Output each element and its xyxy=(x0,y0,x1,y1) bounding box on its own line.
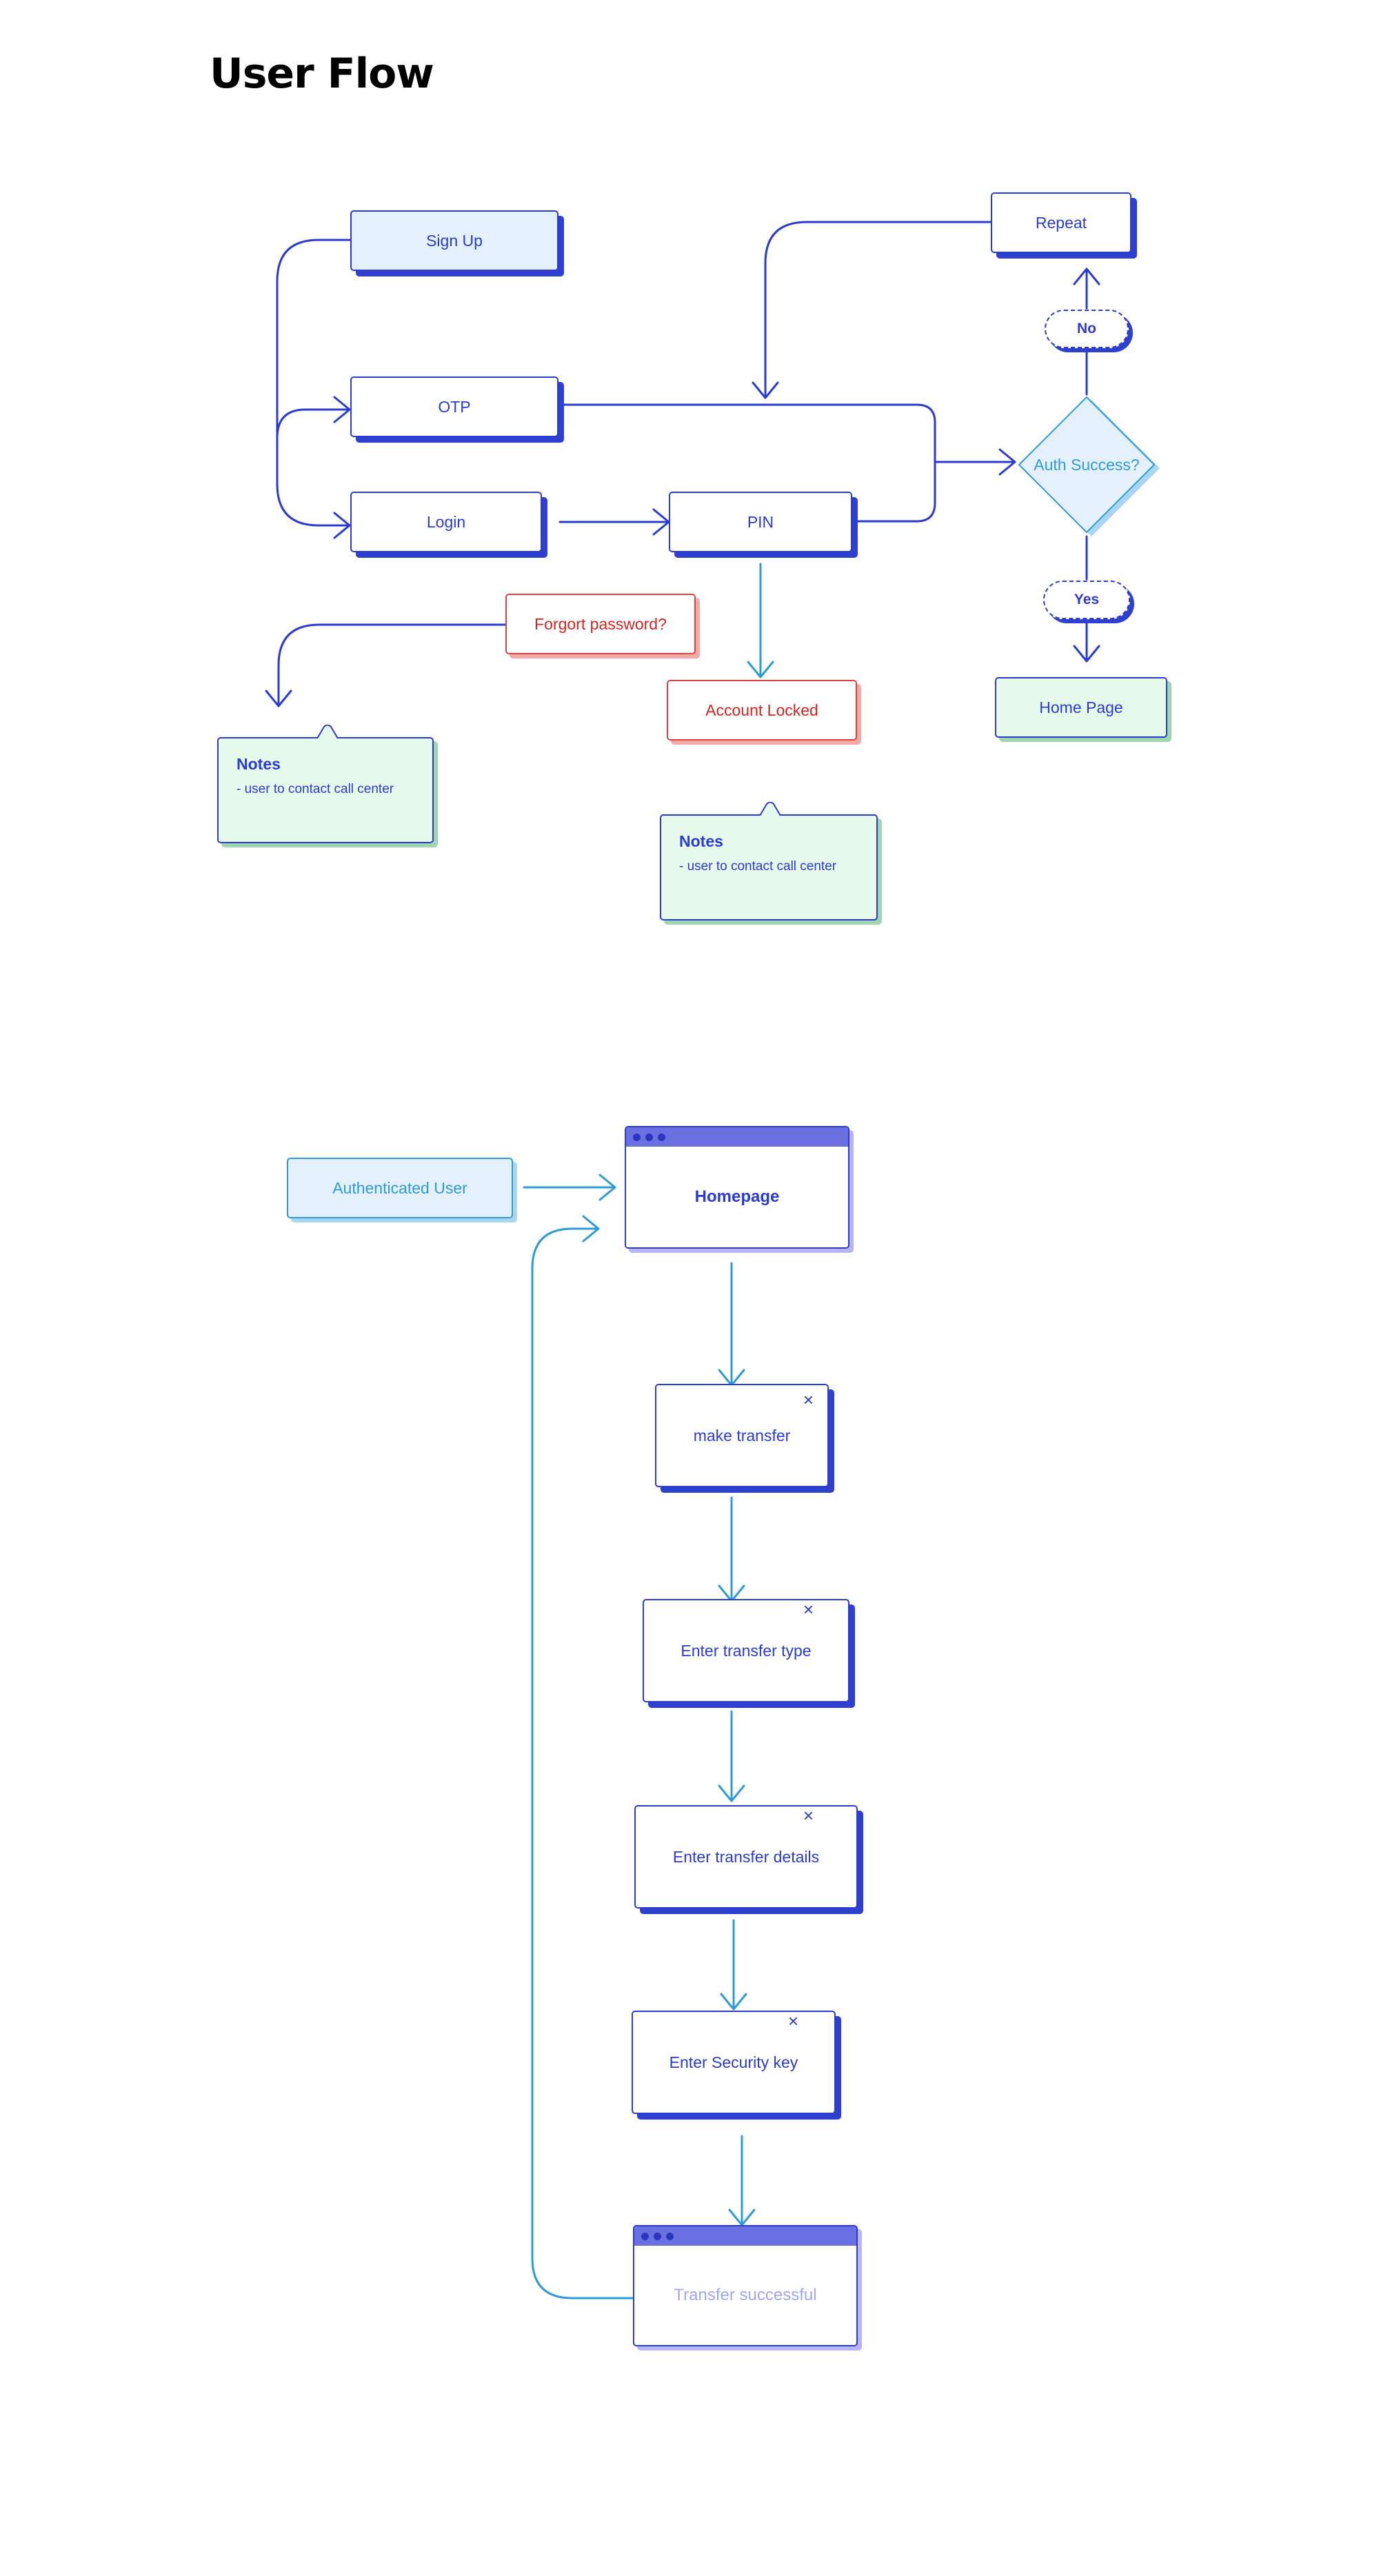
close-icon[interactable]: × xyxy=(803,1599,814,1620)
pin-node[interactable]: PIN xyxy=(669,492,852,552)
make-transfer-node[interactable]: make transfer × xyxy=(655,1384,829,1487)
arrowhead-otp xyxy=(333,396,351,423)
arrowhead-repeat-loop xyxy=(752,381,779,399)
enter-transfer-details-node[interactable]: Enter transfer details × xyxy=(634,1805,858,1909)
arrowhead-locked xyxy=(747,661,774,678)
note-center: Notes - user to contact call center xyxy=(660,802,878,920)
auth-success-label: Auth Success? xyxy=(1034,455,1140,474)
arrowhead-note-left xyxy=(265,690,292,707)
connector-repeat-loop xyxy=(764,221,992,398)
account-locked-node[interactable]: Account Locked xyxy=(667,680,857,741)
arrowhead-transfer-details xyxy=(718,1784,745,1802)
note-center-body: - user to contact call center xyxy=(679,859,837,874)
close-icon[interactable]: × xyxy=(803,1389,814,1410)
arrowhead-security-key xyxy=(720,1993,747,2011)
note-pointer xyxy=(317,725,338,738)
window-dot-icon xyxy=(658,1134,665,1141)
arrowhead-auth xyxy=(998,448,1016,476)
homepage-window[interactable]: Homepage xyxy=(625,1126,849,1249)
connector-forgot-note xyxy=(277,623,507,706)
forgot-password-node[interactable]: Forgort password? xyxy=(505,594,696,654)
home-page-node[interactable]: Home Page xyxy=(995,677,1167,738)
arrowhead-login xyxy=(333,512,351,539)
arrowhead-home xyxy=(1073,645,1100,663)
window-dot-icon xyxy=(645,1134,653,1141)
page-title: User Flow xyxy=(210,50,434,98)
homepage-label: Homepage xyxy=(694,1187,780,1206)
note-left-title: Notes xyxy=(236,755,281,773)
connector-success-loop xyxy=(531,1227,634,2300)
make-transfer-label: make transfer xyxy=(693,1426,791,1445)
window-dot-icon xyxy=(654,2233,661,2240)
enter-transfer-type-node[interactable]: Enter transfer type × xyxy=(643,1599,849,1702)
auth-success-decision[interactable]: Auth Success? xyxy=(1018,396,1160,536)
enter-transfer-type-label: Enter transfer type xyxy=(681,1641,812,1660)
connector-signup-login xyxy=(276,239,352,527)
authenticated-user-node[interactable]: Authenticated User xyxy=(287,1158,513,1218)
enter-security-key-node[interactable]: Enter Security key × xyxy=(632,2011,836,2114)
note-center-title: Notes xyxy=(679,832,723,850)
repeat-node[interactable]: Repeat xyxy=(991,192,1131,253)
note-left: Notes - user to contact call center xyxy=(217,725,434,843)
window-dot-icon xyxy=(633,1134,641,1141)
diamond-shape xyxy=(1018,396,1160,536)
transfer-successful-window[interactable]: Transfer successful xyxy=(633,2225,858,2346)
otp-node[interactable]: OTP xyxy=(350,376,558,437)
transfer-successful-label: Transfer successful xyxy=(674,2286,817,2304)
note-pointer xyxy=(760,802,781,816)
no-label: No xyxy=(1045,310,1129,348)
close-icon[interactable]: × xyxy=(787,2011,798,2031)
arrowhead-loop-homepage xyxy=(582,1215,600,1242)
note-left-body: - user to contact call center xyxy=(236,782,394,796)
close-icon[interactable]: × xyxy=(803,1805,814,1826)
yes-label: Yes xyxy=(1043,581,1130,619)
login-node[interactable]: Login xyxy=(350,492,542,552)
arrowhead-repeat xyxy=(1073,268,1100,285)
sign-up-node[interactable]: Sign Up xyxy=(350,210,558,271)
enter-transfer-details-label: Enter transfer details xyxy=(672,1847,820,1866)
connector-to-otp xyxy=(276,408,350,447)
window-dot-icon xyxy=(641,2233,649,2240)
arrowhead-homepage xyxy=(598,1174,616,1201)
enter-security-key-label: Enter Security key xyxy=(669,2053,798,2071)
window-dot-icon xyxy=(666,2233,674,2240)
window-titlebar xyxy=(634,2226,856,2246)
window-titlebar xyxy=(626,1127,848,1147)
